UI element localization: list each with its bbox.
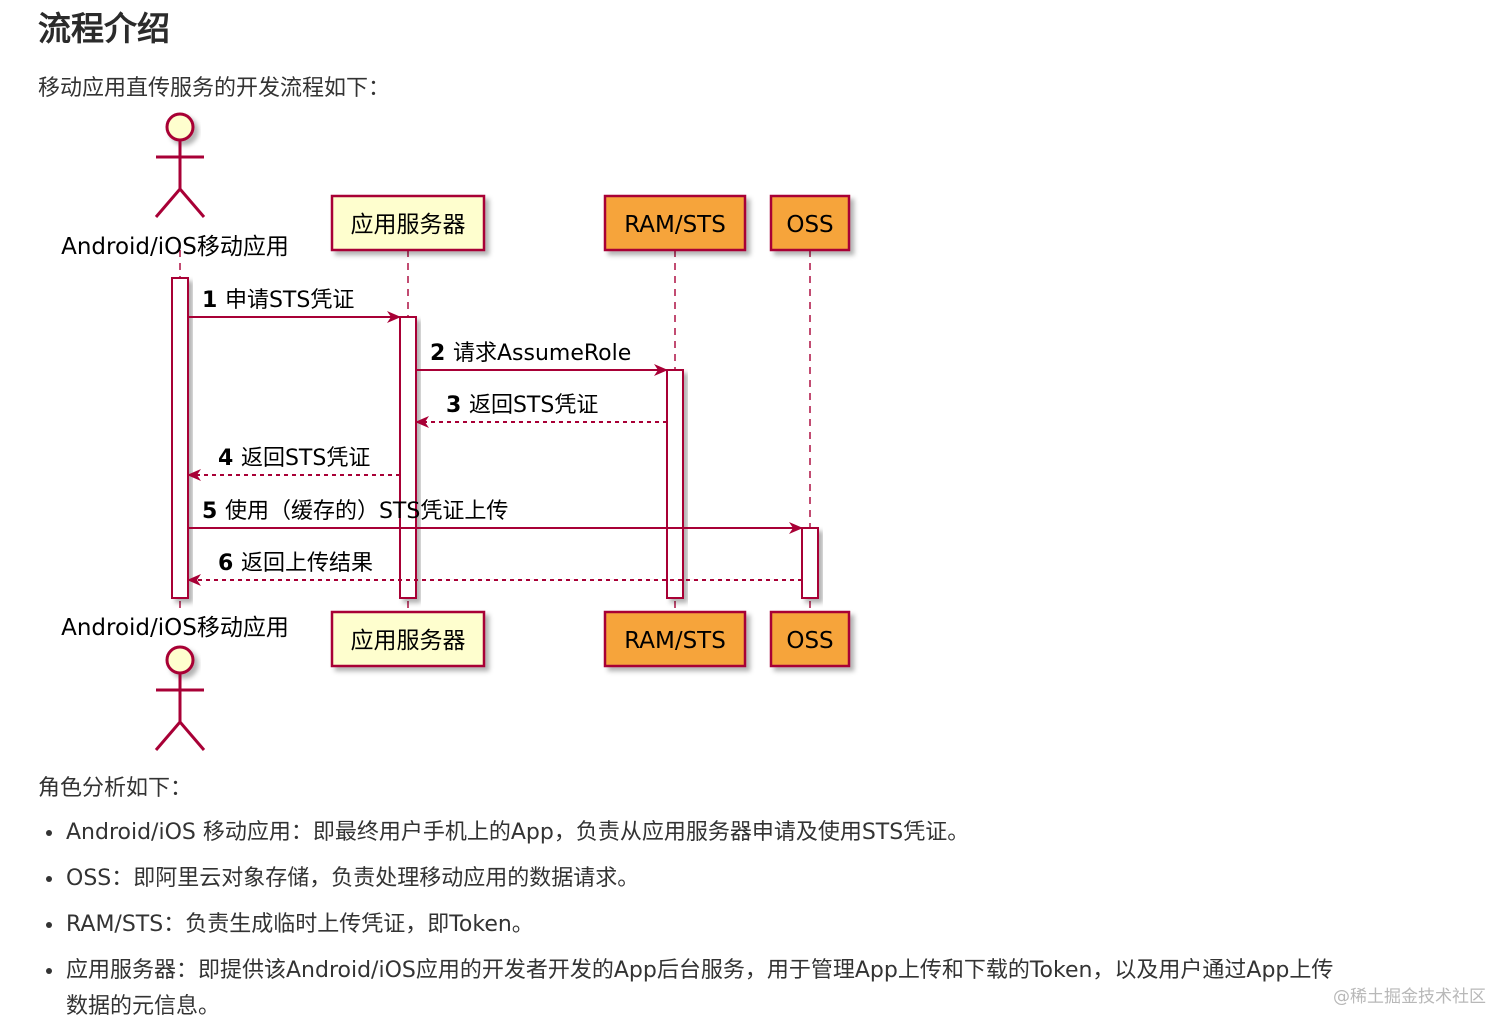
role-item-server: 应用服务器：即提供该Android/iOS应用的开发者开发的App后台服务，用于… (40, 953, 1340, 1025)
participant-box-sts-top (603, 194, 747, 252)
role-text: RAM/STS：负责生成临时上传凭证，即Token。 (66, 912, 534, 937)
participant-label-top: Android/iOS移动应用 (61, 234, 289, 260)
participant-label-sts-top: RAM/STS (624, 212, 726, 238)
role-text: OSS：即阿里云对象存储，负责处理移动应用的数据请求。 (66, 866, 640, 891)
message-label-1: 1 申请STS凭证 (202, 288, 354, 313)
message-text-5: 使用（缓存的）STS凭证上传 (225, 499, 508, 524)
message-number-5: 5 (202, 499, 225, 524)
bullet-icon (46, 968, 52, 974)
roles-list: Android/iOS 移动应用：即最终用户手机上的App，负责从应用服务器申请… (40, 815, 1340, 1035)
actor-top-leg-left (154, 188, 182, 218)
roles-heading: 角色分析如下： (38, 776, 193, 801)
message-text-1: 申请STS凭证 (225, 288, 354, 313)
message-label-3: 3 返回STS凭证 (446, 393, 598, 418)
activation-server (399, 316, 417, 599)
actor-bottom-leg-right (178, 721, 206, 751)
message-number-1: 1 (202, 288, 225, 313)
role-item-app: Android/iOS 移动应用：即最终用户手机上的App，负责从应用服务器申请… (40, 815, 1340, 851)
message-number-4: 4 (218, 446, 241, 471)
message-text-6: 返回上传结果 (241, 551, 373, 576)
watermark: @稀土掘金技术社区 (1333, 987, 1486, 1007)
sequence-diagram: Android/iOS移动应用Android/iOS移动应用应用服务器应用服务器… (61, 112, 851, 751)
participant-label-server-top: 应用服务器 (351, 212, 466, 238)
message-number-2: 2 (430, 341, 453, 366)
intro-text: 移动应用直传服务的开发流程如下： (38, 76, 391, 101)
message-text-4: 返回STS凭证 (241, 446, 370, 471)
participant-label-oss-top: OSS (786, 212, 833, 238)
participant-label-server-bottom: 应用服务器 (351, 628, 466, 654)
activation-oss (801, 527, 819, 599)
participant-label-sts-bottom: RAM/STS (624, 628, 726, 654)
participant-label-oss-bottom: OSS (786, 628, 833, 654)
role-text: Android/iOS 移动应用：即最终用户手机上的App，负责从应用服务器申请… (66, 820, 970, 845)
actor-bottom-head (165, 645, 195, 675)
actor-bottom-leg-left (154, 721, 182, 751)
page-title: 流程介绍 (38, 9, 170, 48)
actor-top-leg-right (178, 188, 206, 218)
activation-sts (666, 369, 684, 599)
participant-label-bottom: Android/iOS移动应用 (61, 615, 289, 641)
actor-top-head (165, 112, 195, 142)
role-item-oss: OSS：即阿里云对象存储，负责处理移动应用的数据请求。 (40, 861, 1340, 897)
message-text-3: 返回STS凭证 (469, 393, 598, 418)
bullet-icon (46, 830, 52, 836)
bullet-icon (46, 876, 52, 882)
message-text-2: 请求AssumeRole (453, 341, 631, 366)
bullet-icon (46, 922, 52, 928)
participant-box-server-bottom (330, 610, 486, 668)
message-number-6: 6 (218, 551, 241, 576)
participant-box-sts-bottom (603, 610, 747, 668)
participant-box-oss-top (769, 194, 851, 252)
message-label-4: 4 返回STS凭证 (218, 446, 370, 471)
role-text: 应用服务器：即提供该Android/iOS应用的开发者开发的App后台服务，用于… (66, 958, 1334, 1019)
activation-app (171, 277, 189, 599)
message-number-3: 3 (446, 393, 469, 418)
participant-box-server-top (330, 194, 486, 252)
role-item-sts: RAM/STS：负责生成临时上传凭证，即Token。 (40, 907, 1340, 943)
participant-box-oss-bottom (769, 610, 851, 668)
message-label-2: 2 请求AssumeRole (430, 341, 631, 366)
message-label-5: 5 使用（缓存的）STS凭证上传 (202, 499, 508, 524)
message-label-6: 6 返回上传结果 (218, 551, 373, 576)
